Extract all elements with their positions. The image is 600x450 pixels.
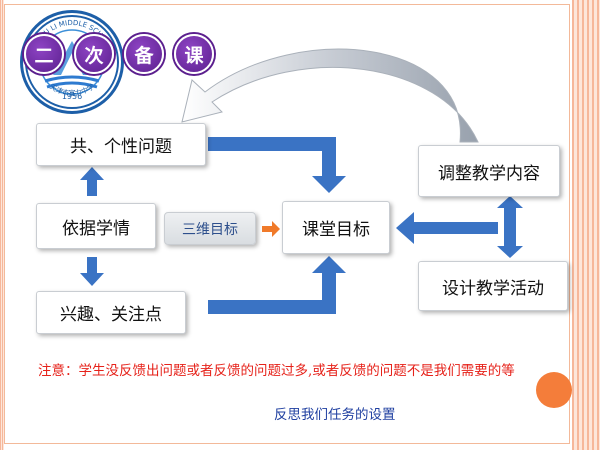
decorative-orange-circle xyxy=(536,372,572,408)
right-border-stripe xyxy=(572,0,600,450)
note-text: 注意：学生没反馈出问题或者反馈的问题过多,或者反馈的问题不是我们需要的等 xyxy=(38,363,515,379)
title-char-2: 次 xyxy=(74,34,114,74)
arrow-three-dim-to-class-goal xyxy=(262,221,280,237)
node-adjust-content: 调整教学内容 xyxy=(418,145,560,197)
node-design-activity: 设计教学活动 xyxy=(418,261,568,311)
reflection-text: 反思我们任务的设置 xyxy=(274,407,396,423)
logo-year: 1956 xyxy=(62,92,82,101)
feedback-curve-arrow xyxy=(181,48,479,143)
arrow-down-to-interests xyxy=(80,257,104,286)
title-char-3: 备 xyxy=(124,34,164,74)
arrow-common-to-class-goal xyxy=(208,137,346,193)
node-three-dim-goal: 三维目标 xyxy=(164,212,256,245)
slide-frame xyxy=(4,4,570,444)
left-border-stripe xyxy=(0,0,4,450)
arrow-up-to-common-issues xyxy=(80,167,104,196)
node-class-goal: 课堂目标 xyxy=(282,201,390,254)
node-interests: 兴趣、关注点 xyxy=(36,291,186,334)
arrow-right-column-vertical xyxy=(497,196,523,258)
title-char-4: 课 xyxy=(174,34,214,74)
node-common-issues: 共、个性问题 xyxy=(36,123,206,166)
title-char-1: 二 xyxy=(24,34,64,74)
arrow-interests-to-class-goal xyxy=(208,256,346,314)
node-learning-situation: 依据学情 xyxy=(36,203,156,249)
arrow-class-goal-double xyxy=(396,212,498,244)
